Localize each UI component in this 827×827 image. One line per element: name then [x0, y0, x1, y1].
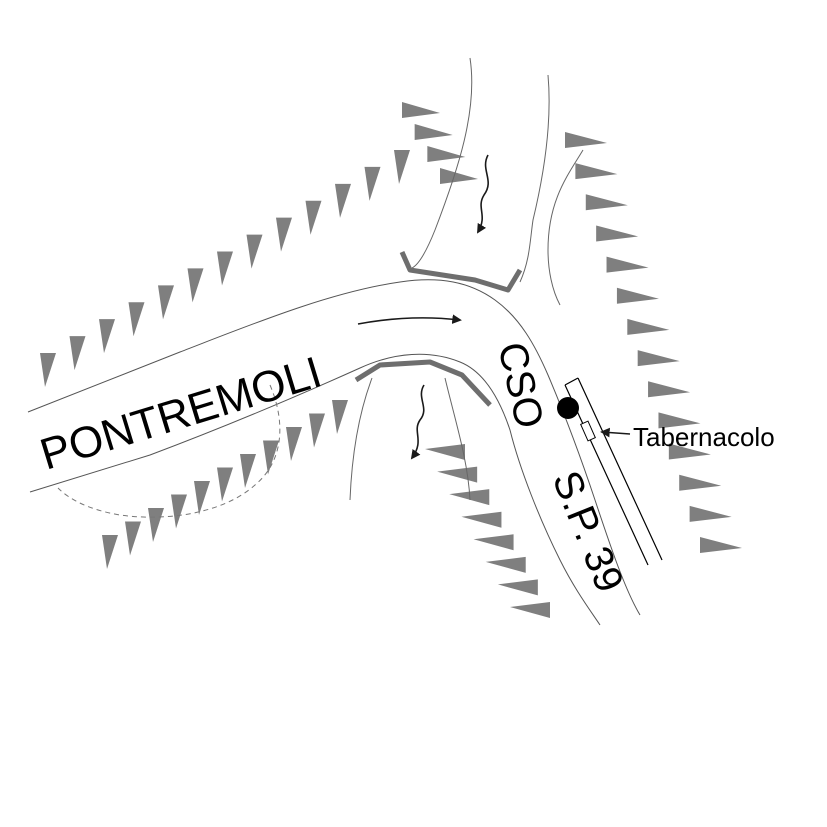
- tabernacle-building: [580, 420, 596, 442]
- hachure-tooth: [217, 467, 233, 502]
- hachure-tooth: [565, 132, 607, 148]
- cso-label: CSO: [489, 338, 551, 432]
- hachure-tooth: [286, 427, 302, 461]
- arrows: [357, 154, 631, 460]
- hachure-tooth: [128, 302, 145, 337]
- hachure-tooth: [637, 350, 680, 367]
- hachure-tooth: [171, 494, 187, 529]
- hachure-tooth: [332, 400, 348, 434]
- north-valley-right: [519, 74, 550, 283]
- hachure-tooth: [497, 579, 538, 596]
- hachure-tooth: [658, 412, 701, 429]
- hachure-tooth: [217, 251, 233, 286]
- stream-arrow-north-icon: [477, 154, 489, 234]
- hachure-tooth: [473, 534, 514, 551]
- wall-south: [354, 359, 492, 407]
- sp39-lane-right: [577, 377, 663, 561]
- hachure-tooth: [148, 508, 164, 542]
- east-valley-line: [547, 149, 584, 306]
- hachure-tooth: [427, 146, 466, 162]
- dashed-path: [57, 384, 281, 518]
- sp39-lane-left: [564, 384, 649, 566]
- hachure-tooth: [461, 511, 502, 528]
- road-edge-lower: [29, 353, 601, 626]
- hachure-tooth: [700, 537, 742, 553]
- hachure-tooth: [394, 150, 410, 184]
- hachure-tooth: [575, 163, 618, 180]
- hachure-tooth: [440, 168, 478, 184]
- stream-arrow-south-icon: [410, 384, 425, 460]
- flow-arrow-icon: [357, 314, 462, 325]
- hachure-tooth: [679, 474, 722, 491]
- main-road: [27, 279, 641, 626]
- hachure-tooth: [449, 489, 490, 506]
- hachure-tooth: [246, 234, 263, 269]
- escarpment-hachures: [40, 102, 742, 618]
- hachure-tooth: [187, 268, 204, 303]
- wall-north: [399, 250, 523, 293]
- hachure-tooth: [276, 217, 292, 252]
- hachure-tooth: [102, 535, 118, 569]
- hachure-tooth: [627, 318, 670, 335]
- hachure-tooth: [668, 443, 711, 460]
- hachure-tooth: [364, 166, 381, 201]
- retaining-walls: [354, 250, 523, 407]
- north-valley-left: [411, 57, 473, 269]
- hachure-tooth: [510, 602, 550, 618]
- hachure-tooth: [425, 444, 465, 460]
- hachure-tooth: [414, 124, 453, 140]
- tabernacle-pointer-icon: [600, 427, 631, 438]
- hachure-tooth: [485, 556, 526, 573]
- south-valley-right: [444, 377, 471, 501]
- hachure-tooth: [194, 481, 210, 515]
- road-edge-upper: [27, 279, 641, 616]
- hachure-tooth: [305, 200, 322, 235]
- hachure-tooth: [596, 225, 639, 242]
- hachure-tooth: [402, 102, 440, 118]
- hachure-tooth: [240, 454, 256, 488]
- sp39-lane-cap: [564, 377, 579, 386]
- hachure-tooth: [69, 336, 86, 371]
- hachure-tooth: [437, 466, 478, 483]
- hachure-tooth: [99, 319, 115, 354]
- road-number-label: S.P. 39: [544, 465, 632, 598]
- town-label: PONTREMOLI: [35, 348, 328, 480]
- hachure-tooth: [40, 353, 56, 387]
- tabernacle-marker-icon: [557, 397, 579, 419]
- valley-lines: [349, 57, 584, 501]
- tabernacle-label: Tabernacolo: [633, 422, 775, 452]
- hachure-tooth: [263, 440, 279, 475]
- hachure-tooth: [689, 505, 732, 522]
- hachure-tooth: [158, 285, 174, 320]
- hachure-tooth: [606, 256, 649, 273]
- hachure-tooth: [309, 413, 325, 448]
- hachure-tooth: [585, 194, 628, 211]
- south-valley-left: [349, 377, 373, 501]
- sp39-lane: [564, 377, 663, 566]
- hachure-tooth: [648, 381, 691, 398]
- hachure-tooth: [616, 287, 659, 304]
- hachure-tooth: [125, 521, 141, 556]
- hachure-tooth: [335, 183, 351, 218]
